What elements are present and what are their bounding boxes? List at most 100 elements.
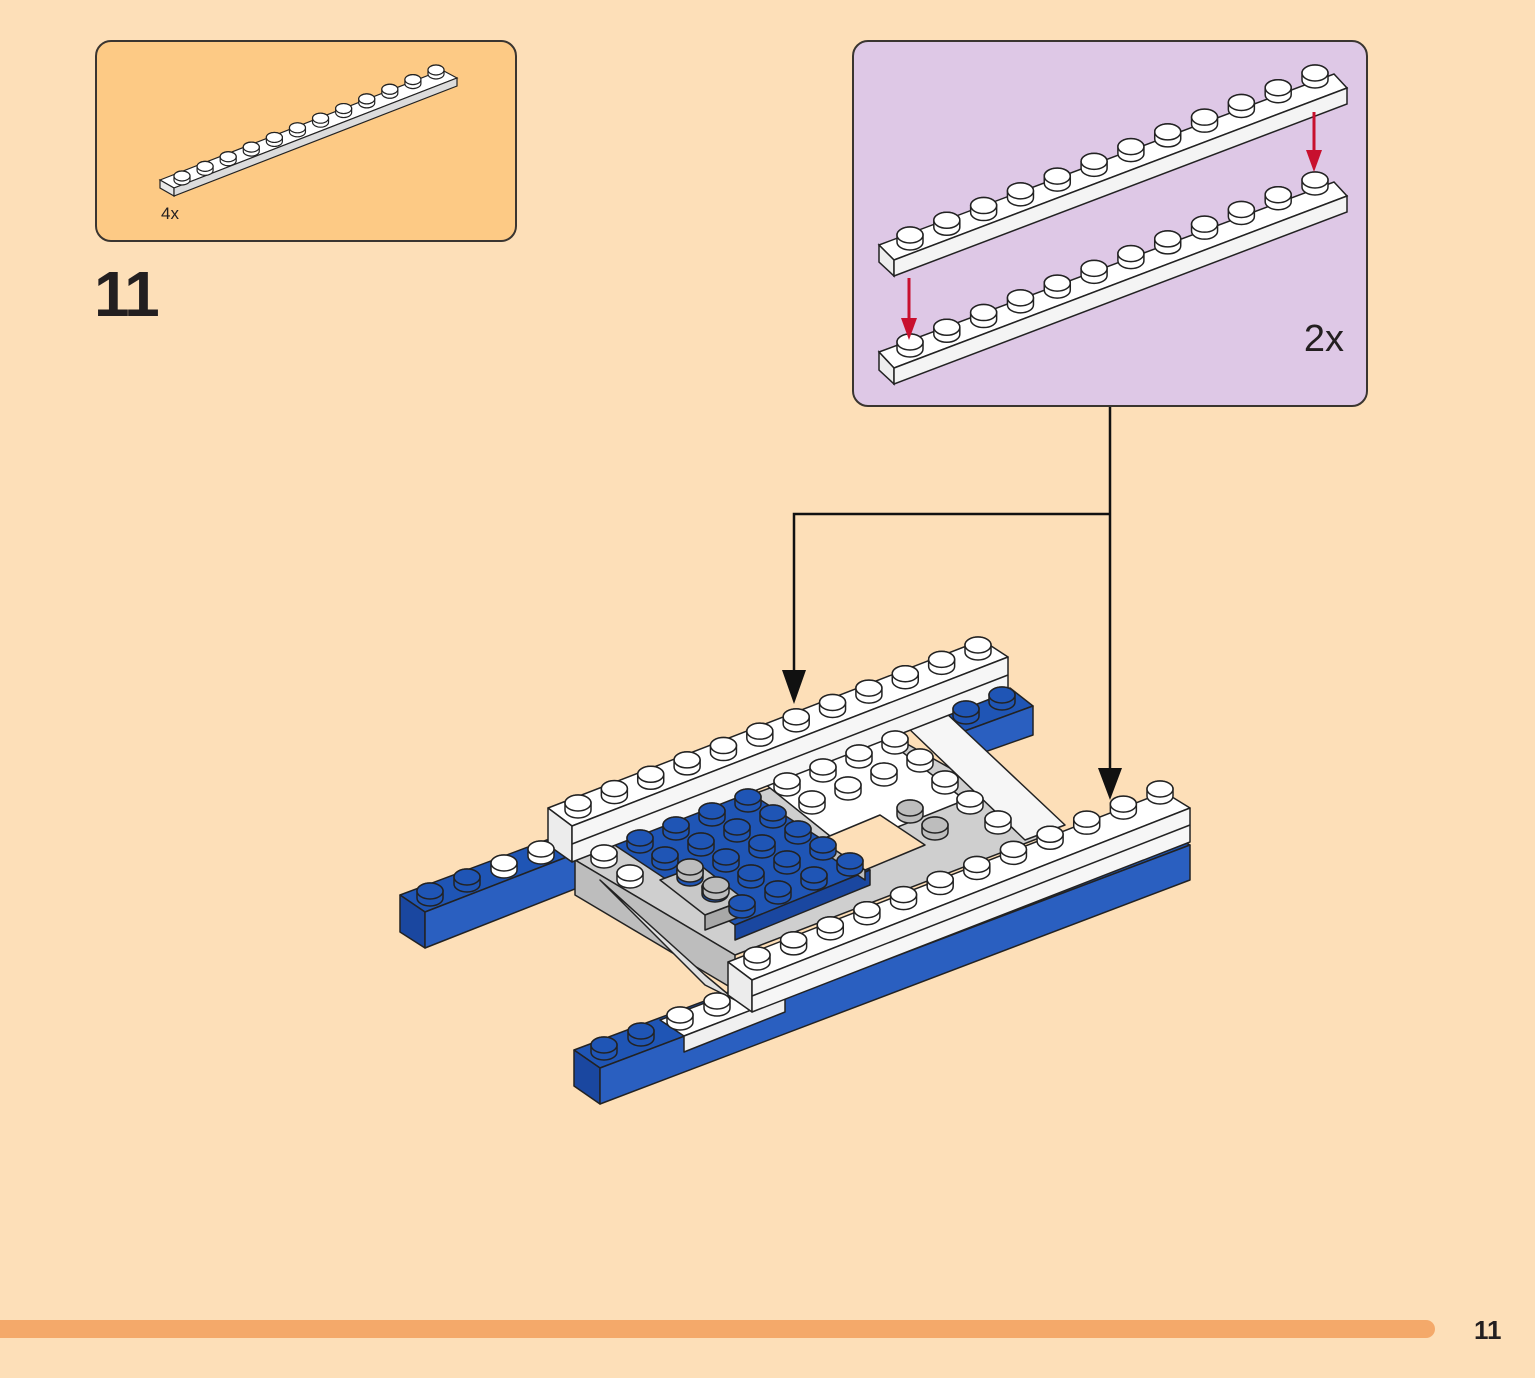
stud-icon xyxy=(709,736,738,755)
stud-icon xyxy=(999,840,1028,866)
stud-icon xyxy=(173,170,191,182)
stud-icon xyxy=(453,868,481,886)
stud-icon xyxy=(809,836,837,854)
stud-icon xyxy=(773,772,801,790)
submodel-quantity: 2x xyxy=(1303,318,1344,360)
stud-icon xyxy=(748,834,776,859)
stud-icon xyxy=(1146,780,1174,798)
stud-icon xyxy=(1117,244,1145,263)
stud-icon xyxy=(666,1006,694,1031)
stud-icon xyxy=(734,788,762,813)
stud-icon xyxy=(265,131,283,144)
stud-icon xyxy=(969,303,998,322)
stud-icon xyxy=(834,776,862,801)
stud-icon xyxy=(906,748,934,773)
stud-icon xyxy=(381,83,399,95)
stud-icon xyxy=(662,816,690,834)
parts-list-box: 4x xyxy=(95,40,517,242)
stud-icon xyxy=(834,776,862,794)
stud-icon xyxy=(701,878,729,896)
stud-icon xyxy=(784,820,812,845)
stud-icon xyxy=(964,636,992,661)
stud-icon xyxy=(746,722,774,747)
stud-icon xyxy=(784,820,812,838)
stud-icon xyxy=(416,882,444,900)
stud-icon xyxy=(404,74,422,86)
stud-icon xyxy=(600,779,629,805)
stud-icon xyxy=(1301,171,1329,189)
stud-icon xyxy=(626,829,654,847)
stud-icon xyxy=(988,686,1016,704)
stud-icon xyxy=(1109,795,1138,820)
stud-icon xyxy=(881,730,909,755)
stud-icon xyxy=(673,751,701,769)
stud-icon xyxy=(1146,780,1174,805)
stud-icon xyxy=(933,318,961,337)
stud-icon xyxy=(311,112,330,124)
stud-icon xyxy=(845,744,873,769)
parts-quantity: 4x xyxy=(161,204,179,223)
stud-icon xyxy=(743,946,771,964)
stud-icon xyxy=(527,840,555,865)
stud-icon xyxy=(1036,825,1064,844)
stud-icon xyxy=(782,708,810,733)
stud-icon xyxy=(1190,108,1219,126)
stud-icon xyxy=(746,722,774,740)
stud-icon xyxy=(764,880,792,898)
stud-icon xyxy=(931,770,959,788)
submodel-callout-box: 2x xyxy=(852,40,1368,407)
stud-icon xyxy=(590,844,618,862)
stud-icon xyxy=(636,765,665,791)
stud-icon xyxy=(836,852,864,870)
stud-icon xyxy=(855,679,883,704)
stud-icon xyxy=(870,762,898,787)
stud-icon xyxy=(1080,152,1108,171)
stud-icon xyxy=(818,693,847,719)
stud-icon xyxy=(952,700,980,718)
stud-icon xyxy=(453,868,481,893)
stud-icon xyxy=(984,810,1012,835)
stud-icon xyxy=(616,864,644,882)
stud-icon xyxy=(773,850,801,868)
stud-icon xyxy=(1227,93,1256,112)
stud-icon xyxy=(870,762,898,780)
stud-icon xyxy=(896,226,924,244)
stud-icon xyxy=(676,862,704,880)
stud-icon xyxy=(703,992,731,1017)
stud-icon xyxy=(999,840,1028,859)
stud-icon xyxy=(853,900,881,926)
stud-icon xyxy=(779,931,808,956)
stud-icon xyxy=(818,693,847,712)
stud-icon xyxy=(564,794,592,812)
stacked-plates-icon xyxy=(877,64,1349,386)
stud-icon xyxy=(427,64,445,76)
stud-icon xyxy=(1080,259,1108,278)
stud-icon xyxy=(855,679,883,697)
red-arrow-icon xyxy=(901,112,1322,340)
stud-icon xyxy=(600,779,629,798)
stud-icon xyxy=(779,931,808,949)
stud-icon xyxy=(590,844,618,869)
stud-icon xyxy=(734,788,762,806)
stud-icon xyxy=(1036,825,1064,851)
step-number: 11 xyxy=(94,258,160,330)
stud-icon xyxy=(1264,185,1292,204)
stud-icon xyxy=(490,854,518,879)
stud-icon xyxy=(927,650,956,676)
stud-icon xyxy=(288,122,307,134)
stud-icon xyxy=(676,858,704,876)
stud-icon xyxy=(963,855,991,874)
stud-icon xyxy=(590,1036,618,1061)
stud-icon xyxy=(698,802,726,827)
stud-icon xyxy=(712,848,740,866)
stud-icon xyxy=(651,846,679,864)
stud-icon xyxy=(853,900,881,919)
stud-icon xyxy=(703,992,731,1010)
arrow-down-icon xyxy=(1098,768,1122,800)
stud-icon xyxy=(196,160,214,172)
stud-icon xyxy=(1006,182,1035,200)
stud-icon xyxy=(891,664,920,690)
stud-icon xyxy=(687,832,715,850)
stud-icon xyxy=(673,751,701,776)
stud-icon xyxy=(698,802,726,820)
